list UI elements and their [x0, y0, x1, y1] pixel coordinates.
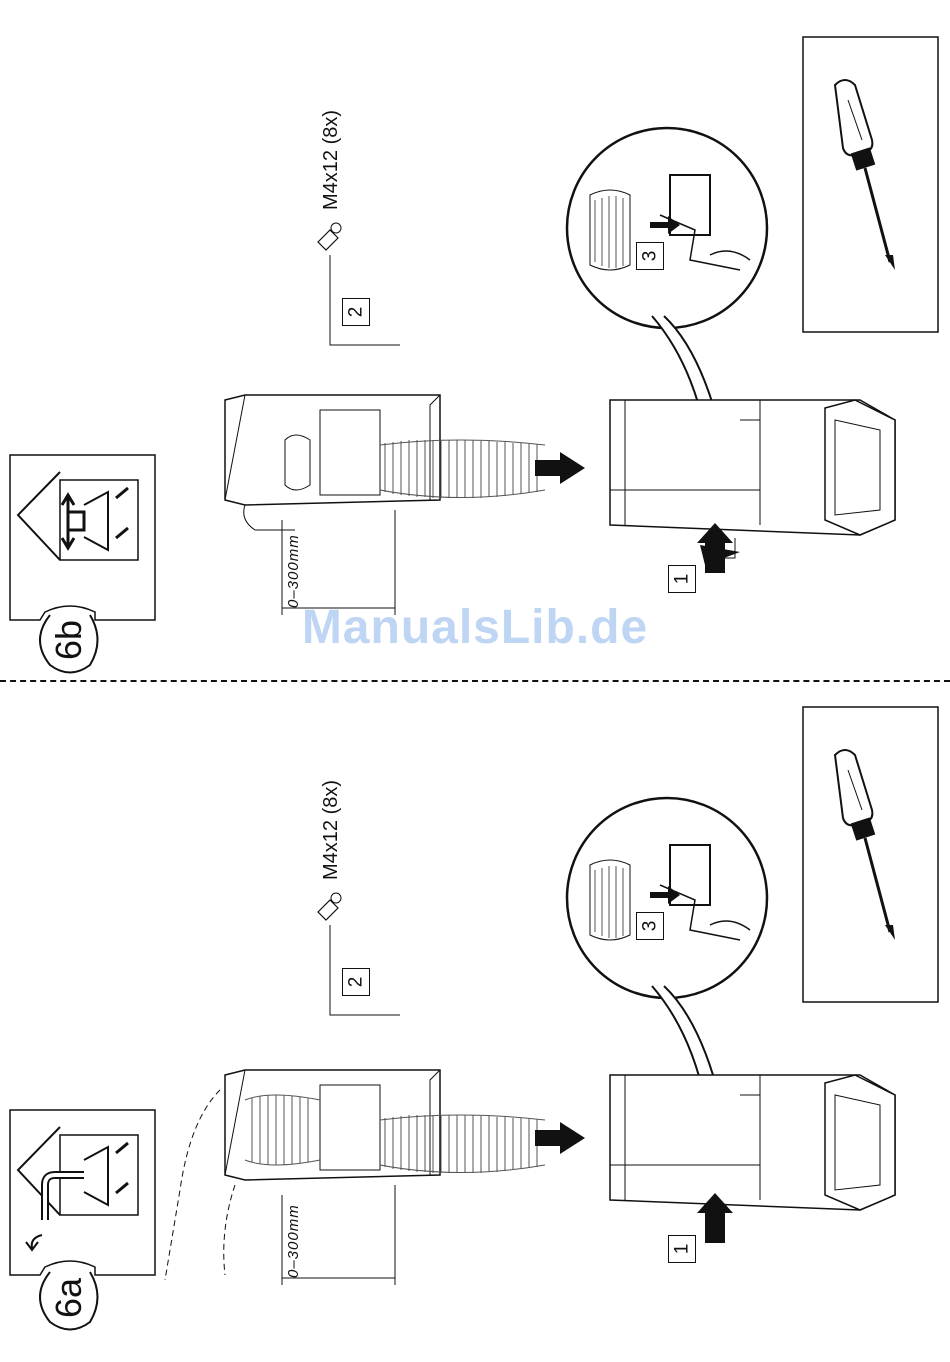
step-2-marker: 2: [342, 968, 370, 996]
step-3-marker: 3: [636, 242, 664, 270]
step-1-marker: 1: [668, 565, 696, 593]
dimension-label: 0–300mm: [285, 534, 302, 608]
dimension-label: 0–300mm: [285, 1204, 302, 1278]
screw-spec-label: M4x12 (8x): [320, 110, 343, 210]
panel-6b: M4x12 (8x) 2 3 1 0–300mm 6b: [0, 0, 950, 675]
section-divider: [0, 680, 950, 682]
detail-magnifier: [567, 798, 767, 1120]
screwdriver-icon: [803, 37, 938, 332]
step-2-marker: 2: [342, 298, 370, 326]
section-id-6a: 6a: [48, 1278, 90, 1318]
screwdriver-icon: [803, 707, 938, 1002]
recirculation-mode-icon: [10, 455, 155, 620]
hood-unit-with-hose: [225, 395, 585, 530]
panel-6a: M4x12 (8x) 2 3 1 0–300mm 6a: [0, 690, 950, 1362]
watermark: ManualsLib.de: [0, 600, 950, 655]
panel-6b-drawing: [0, 0, 950, 675]
step-1-marker: 1: [668, 1235, 696, 1263]
extraction-mode-icon: [10, 1110, 155, 1275]
screw-leader-line: [318, 223, 400, 345]
hood-unit-with-hose: [165, 1070, 585, 1280]
screw-spec-label: M4x12 (8x): [320, 780, 343, 880]
chimney-duct: [610, 1075, 895, 1243]
chimney-duct: [610, 400, 895, 573]
step-3-marker: 3: [636, 912, 664, 940]
screw-leader-line: [318, 893, 400, 1015]
panel-6a-drawing: [0, 690, 950, 1362]
